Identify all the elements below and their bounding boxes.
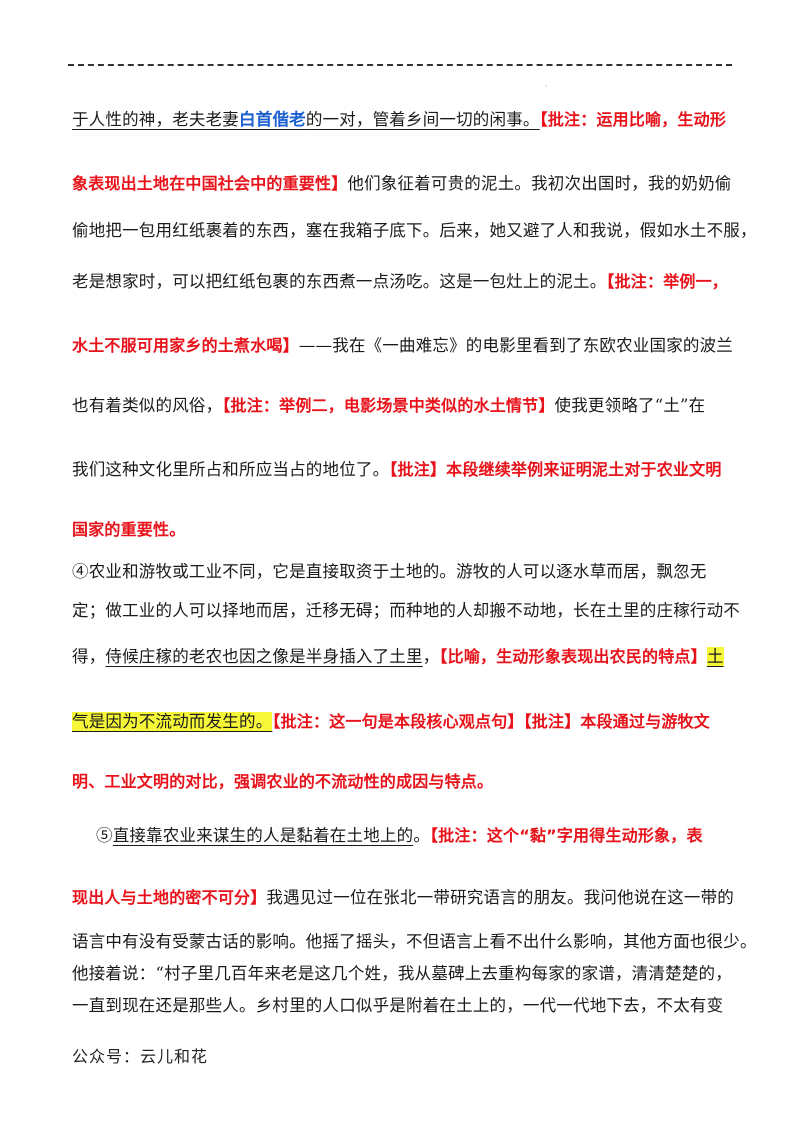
idiom-link[interactable]: 白首偕老 bbox=[239, 110, 306, 129]
underlined-sentence: 直接靠农业来谋生的人是黏着在土地上的 bbox=[112, 826, 414, 845]
text: ， bbox=[422, 647, 440, 666]
text: 他们象征着可贵的泥土。我初次出国时，我的奶奶偷 bbox=[347, 174, 732, 193]
p3-line-8: 国家的重要性。 bbox=[72, 516, 740, 540]
text: 我遇见过一位在张北一带研究语言的朋友。我问他说在这一带的 bbox=[266, 888, 735, 907]
p5-line-4: 他接着说：“村子里几百年来老是这几个姓，我从墓碑上去重构每家的家谱，清清楚楚的， bbox=[72, 964, 732, 983]
footer-account-label: 公众号：云儿和花 bbox=[72, 1047, 209, 1066]
p5-line-3: 语言中有没有受蒙古话的影响。他摇了摇头，不但语言上看不出什么影响，其他方面也很少… bbox=[72, 932, 757, 951]
text: 得， bbox=[72, 647, 106, 666]
annotation: 【批注：运用比喻，生动形 bbox=[539, 110, 727, 129]
text: 也有着类似的风俗， bbox=[72, 396, 223, 415]
p3-line-4: 老是想家时，可以把红纸包裹的东西煮一点汤吃。这是一包灶上的泥土。【批注：举例一， bbox=[72, 268, 740, 292]
text: 老是想家时，可以把红纸包裹的东西煮一点汤吃。这是一包灶上的泥土。 bbox=[72, 272, 607, 291]
dashed-separator bbox=[68, 64, 732, 66]
paragraph-number: ⑤ bbox=[96, 826, 113, 845]
p5-line-1: ⑤直接靠农业来谋生的人是黏着在土地上的。【批注：这个“黏”字用得生动形象，表 bbox=[72, 822, 740, 846]
p4-line-3: 得，侍候庄稼的老农也因之像是半身插入了土里，【比喻，生动形象表现出农民的特点】土 bbox=[72, 643, 740, 667]
p3-line-7: 我们这种文化里所占和所应当占的地位了。【批注】本段继续举例来证明泥土对于农业文明 bbox=[72, 456, 740, 480]
annotation: 【批注】本段继续举例来证明泥土对于农业文明 bbox=[389, 460, 722, 479]
highlighted-text: 气是因为不流动而发生的。 bbox=[72, 712, 273, 731]
p3-underlined-text: 于人性的神，老夫老妻白首偕老的一对，管着乡间一切的闲事。 bbox=[72, 110, 540, 129]
annotation: 现出人与土地的密不可分】 bbox=[72, 888, 267, 907]
text: 使我更领略了“土”在 bbox=[554, 396, 706, 415]
annotation: 水土不服可用家乡的土煮水喝】 bbox=[72, 336, 299, 355]
text: 。 bbox=[413, 826, 431, 845]
text: ——我在《一曲难忘》的电影里看到了东欧农业国家的波兰 bbox=[298, 336, 734, 355]
highlighted-text: 土 bbox=[706, 647, 724, 666]
p5-line-2: 现出人与土地的密不可分】我遇见过一位在张北一带研究语言的朋友。我问他说在这一带的 bbox=[72, 884, 740, 908]
p4-line-4: 气是因为不流动而发生的。【批注：这一句是本段核心观点句】【批注】本段通过与游牧文 bbox=[72, 708, 740, 732]
annotation: 【批注：这个“黏”字用得生动形象，表 bbox=[430, 826, 703, 845]
p3-line-1: 于人性的神，老夫老妻白首偕老的一对，管着乡间一切的闲事。【批注：运用比喻，生动形 bbox=[72, 106, 740, 130]
p3-line-2: 象表现出土地在中国社会中的重要性】他们象征着可贵的泥土。我初次出国时，我的奶奶偷 bbox=[72, 170, 740, 194]
p3-line-5: 水土不服可用家乡的土煮水喝】——我在《一曲难忘》的电影里看到了东欧农业国家的波兰 bbox=[72, 332, 740, 356]
p4-line-2: 定；做工业的人可以择地而居，迁移无碍；而种地的人却搬不动地，长在土里的庄稼行动不 bbox=[72, 601, 740, 620]
p4-line-5: 明、工业文明的对比，强调农业的不流动性的成因与特点。 bbox=[72, 768, 740, 792]
annotation: 【比喻，生动形象表现出农民的特点】 bbox=[439, 647, 707, 666]
annotation: 明、工业文明的对比，强调农业的不流动性的成因与特点。 bbox=[72, 772, 494, 791]
p5-line-5: 一直到现在还是那些人。乡村里的人口似乎是附着在土上的，一代一代地下去，不太有变 bbox=[72, 996, 724, 1015]
underlined-sentence: 侍候庄稼的老农也因之像是半身插入了土里 bbox=[105, 647, 423, 666]
p3-line-6: 也有着类似的风俗，【批注：举例二，电影场景中类似的水土情节】使我更领略了“土”在 bbox=[72, 392, 740, 416]
annotation: 象表现出土地在中国社会中的重要性】 bbox=[72, 174, 348, 193]
annotation: 【批注：这一句是本段核心观点句】【批注】本段通过与游牧文 bbox=[272, 712, 711, 731]
text: 于人性的神，老夫老妻 bbox=[72, 110, 239, 129]
p4-line-1: ④农业和游牧或工业不同，它是直接取资于土地的。游牧的人可以逐水草而居，飘忽无 bbox=[72, 562, 707, 581]
text: 的一对，管着乡间一切的闲事。 bbox=[305, 110, 540, 129]
decorative-dot: · bbox=[545, 82, 548, 91]
annotation: 国家的重要性。 bbox=[72, 520, 186, 539]
annotation: 【批注：举例一， bbox=[606, 272, 729, 291]
p3-line-3: 偷地把一包用红纸裹着的东西，塞在我箱子底下。后来，她又避了人和我说，假如水土不服… bbox=[72, 221, 757, 240]
text: 我们这种文化里所占和所应当占的地位了。 bbox=[72, 460, 390, 479]
annotation: 【批注：举例二，电影场景中类似的水土情节】 bbox=[222, 396, 555, 415]
